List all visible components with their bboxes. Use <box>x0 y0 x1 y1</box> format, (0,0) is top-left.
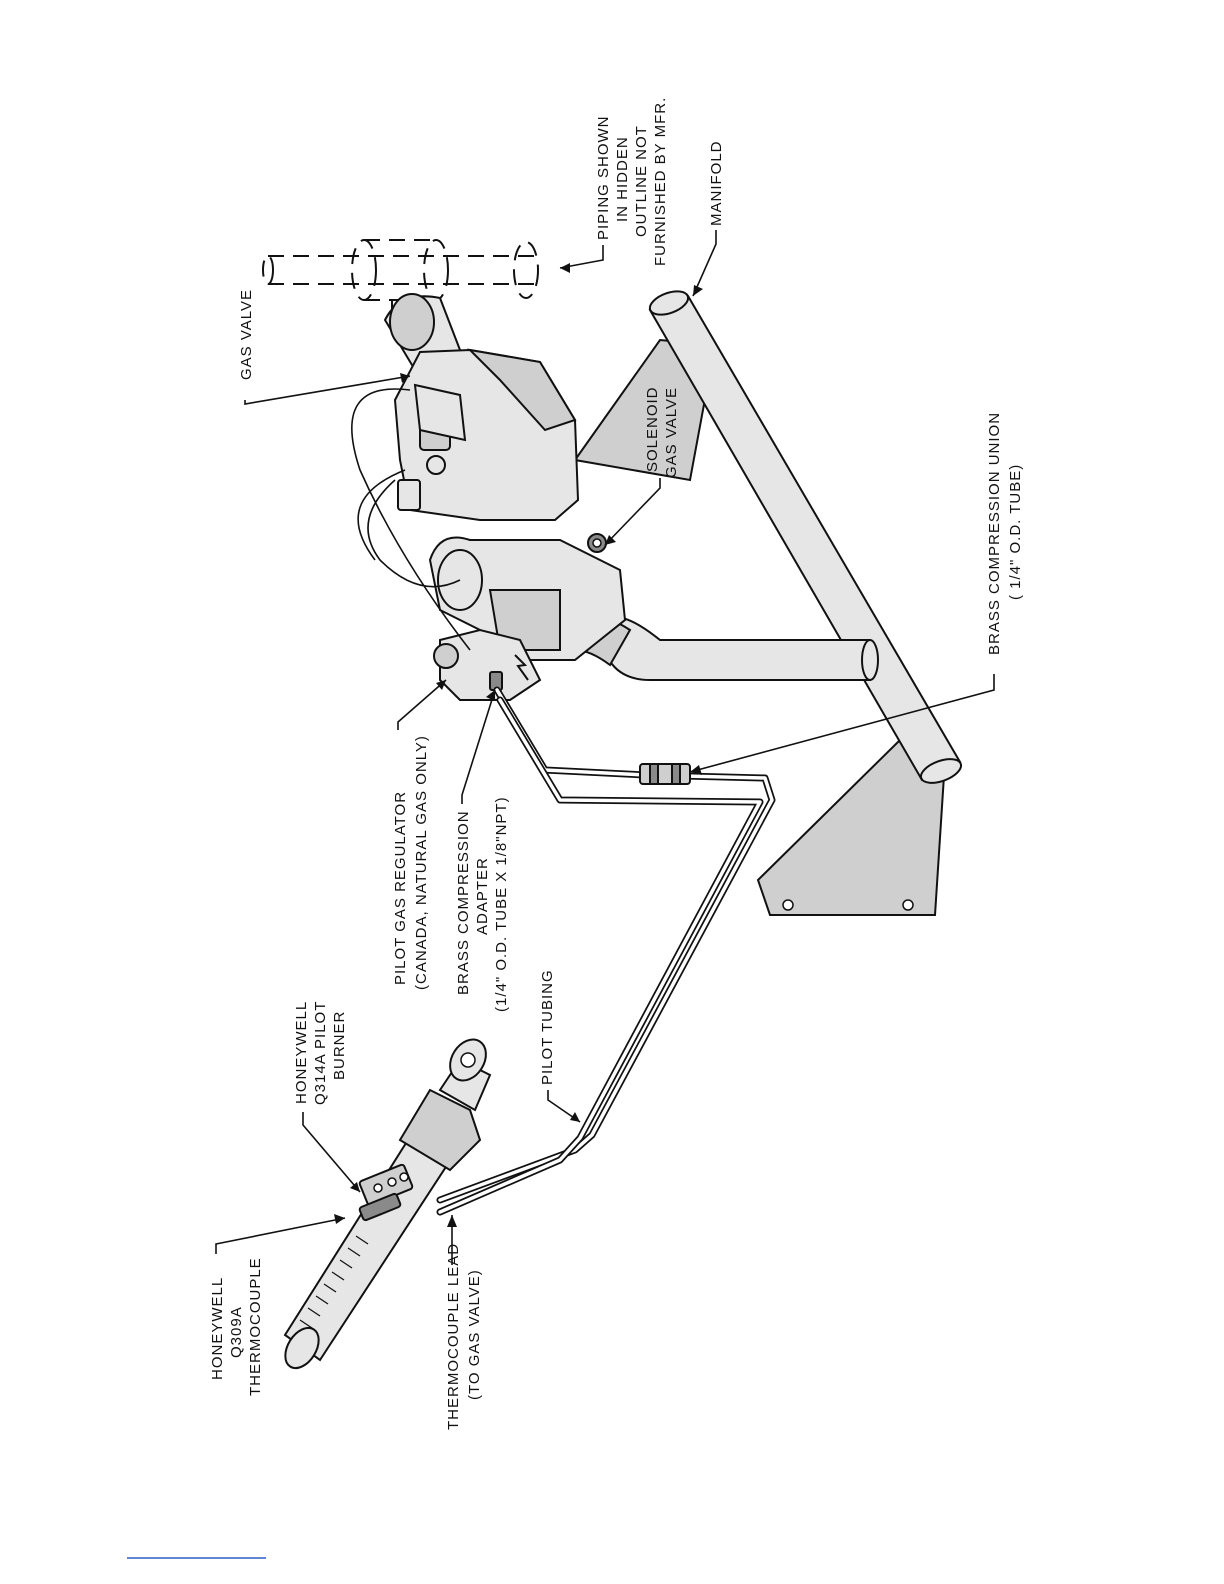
pilot-burner-assembly <box>283 1038 492 1370</box>
label-brass-adapter-line-1: BRASS COMPRESSION <box>455 810 472 995</box>
label-thermocouple-line-1: HONEYWELL <box>209 1277 226 1380</box>
label-pilot-burner-line-2: Q314A PILOT <box>312 1001 329 1105</box>
pilot-tubing <box>436 686 776 1216</box>
label-solenoid-line-2: GAS VALVE <box>663 387 680 478</box>
label-thermocouple-lead-line-1: THERMOCOUPLE LEAD <box>445 1243 462 1430</box>
brass-compression-union <box>639 763 691 785</box>
label-brass-union-line-2: ( 1/4" O.D. TUBE) <box>1007 464 1024 600</box>
label-brass-union-line-1: BRASS COMPRESSION UNION <box>986 412 1003 655</box>
manifold-bracket-lower <box>756 738 947 916</box>
label-pilot-burner: HONEYWELL Q314A PILOT BURNER <box>293 1001 348 1105</box>
supply-nipple <box>383 293 462 372</box>
label-gas-valve: GAS VALVE <box>238 289 255 380</box>
label-brass-adapter: BRASS COMPRESSION ADAPTER (1/4" O.D. TUB… <box>455 796 510 1012</box>
label-solenoid: SOLENOID GAS VALVE <box>644 386 680 478</box>
label-pilot-burner-line-1: HONEYWELL <box>293 1001 310 1104</box>
label-manifold: MANIFOLD <box>708 140 725 226</box>
label-brass-union: BRASS COMPRESSION UNION ( 1/4" O.D. TUBE… <box>986 412 1024 655</box>
label-brass-adapter-line-3: (1/4" O.D. TUBE X 1/8"NPT) <box>493 796 510 1012</box>
label-thermocouple-lead-line-2: (TO GAS VALVE) <box>466 1269 483 1400</box>
label-piping-hidden-line-3: OUTLINE NOT <box>633 125 650 237</box>
label-pilot-burner-line-3: BURNER <box>331 1011 348 1080</box>
label-solenoid-line-1: SOLENOID <box>644 386 661 472</box>
label-piping-hidden-line-2: IN HIDDEN <box>614 136 631 222</box>
label-thermocouple: HONEYWELL Q309A THERMOCOUPLE <box>209 1257 264 1396</box>
label-piping-hidden-line-4: FURNISHED BY MFR. <box>652 97 669 266</box>
gas-valve-body <box>393 348 580 521</box>
valve-wiring <box>351 388 471 651</box>
leader-lines <box>215 230 995 1265</box>
label-pilot-tubing: PILOT TUBING <box>539 969 556 1085</box>
label-pilot-regulator-line-1: PILOT GAS REGULATOR <box>392 791 409 985</box>
label-pilot-regulator: PILOT GAS REGULATOR (CANADA, NATURAL GAS… <box>392 735 430 990</box>
manifold-pipe <box>648 290 963 784</box>
label-piping-hidden: PIPING SHOWN IN HIDDEN OUTLINE NOT FURNI… <box>595 97 669 266</box>
label-thermocouple-line-3: THERMOCOUPLE <box>247 1257 264 1396</box>
label-thermocouple-lead: THERMOCOUPLE LEAD (TO GAS VALVE) <box>445 1243 483 1430</box>
label-piping-hidden-line-1: PIPING SHOWN <box>595 115 612 240</box>
label-brass-adapter-line-2: ADAPTER <box>474 857 491 935</box>
label-thermocouple-line-2: Q309A <box>228 1306 245 1358</box>
label-pilot-regulator-line-2: (CANADA, NATURAL GAS ONLY) <box>413 735 430 990</box>
